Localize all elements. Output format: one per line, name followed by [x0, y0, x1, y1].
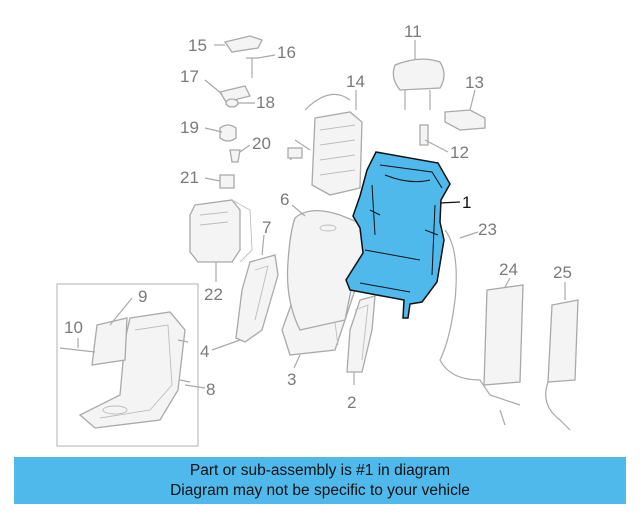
callout-15: 15 — [188, 36, 207, 55]
bracket-15 — [223, 35, 263, 53]
rod-10 — [59, 347, 96, 353]
parts-diagram: 1 2 3 4 6 7 8 9 10 11 12 13 14 15 16 17 … — [56, 22, 579, 447]
headrest-11 — [392, 58, 445, 110]
callout-17: 17 — [180, 67, 199, 86]
callout-10: 10 — [64, 318, 83, 337]
pad-22 — [189, 199, 253, 263]
callout-11: 11 — [404, 22, 422, 41]
bushing-21 — [219, 174, 235, 189]
seat-back-frame-1 — [345, 151, 451, 319]
clip-18 — [225, 98, 239, 108]
side-trim-2 — [346, 295, 376, 373]
callout-18: 18 — [256, 93, 275, 112]
callout-1: 1 — [462, 193, 471, 212]
guide-13 — [444, 109, 486, 131]
callout-21: 21 — [180, 168, 199, 187]
callout-22: 22 — [204, 285, 223, 304]
guide-12 — [419, 124, 429, 146]
panel-25 — [547, 299, 579, 383]
callout-14: 14 — [346, 72, 365, 91]
pad-9 — [91, 317, 128, 366]
banner-line-2: Diagram may not be specific to your vehi… — [170, 482, 470, 499]
callout-2: 2 — [347, 393, 356, 412]
bolt-16 — [246, 57, 258, 78]
banner-line-1: Part or sub-assembly is #1 in diagram — [189, 462, 451, 479]
stud-20 — [229, 149, 241, 163]
callout-6: 6 — [280, 190, 289, 209]
callout-25: 25 — [553, 263, 572, 282]
callout-labels: 1 2 3 4 6 7 8 9 10 11 12 13 14 15 16 17 … — [64, 22, 572, 412]
harness-23 — [439, 229, 521, 426]
callout-7: 7 — [262, 218, 271, 237]
callout-19: 19 — [180, 118, 199, 137]
harness-25 — [545, 381, 571, 431]
callout-16: 16 — [277, 43, 296, 62]
callout-20: 20 — [252, 134, 271, 153]
callout-4: 4 — [200, 342, 209, 361]
bracket-17 — [218, 85, 251, 103]
bushing-19 — [219, 124, 237, 142]
callout-24: 24 — [499, 260, 518, 279]
lumbar-mechanism-14 — [287, 93, 363, 196]
callout-3: 3 — [287, 370, 296, 389]
leader-lines — [77, 40, 566, 389]
callout-8: 8 — [206, 380, 215, 399]
callout-9: 9 — [138, 287, 147, 306]
callout-13: 13 — [465, 73, 484, 92]
info-banner: Part or sub-assembly is #1 in diagram Di… — [14, 457, 626, 504]
seat-frame-assembly — [78, 311, 191, 429]
side-panel-4 — [235, 254, 279, 343]
inset-frame — [56, 283, 199, 447]
callout-23: 23 — [478, 220, 497, 239]
panel-24 — [483, 284, 524, 386]
callout-12: 12 — [450, 143, 469, 162]
